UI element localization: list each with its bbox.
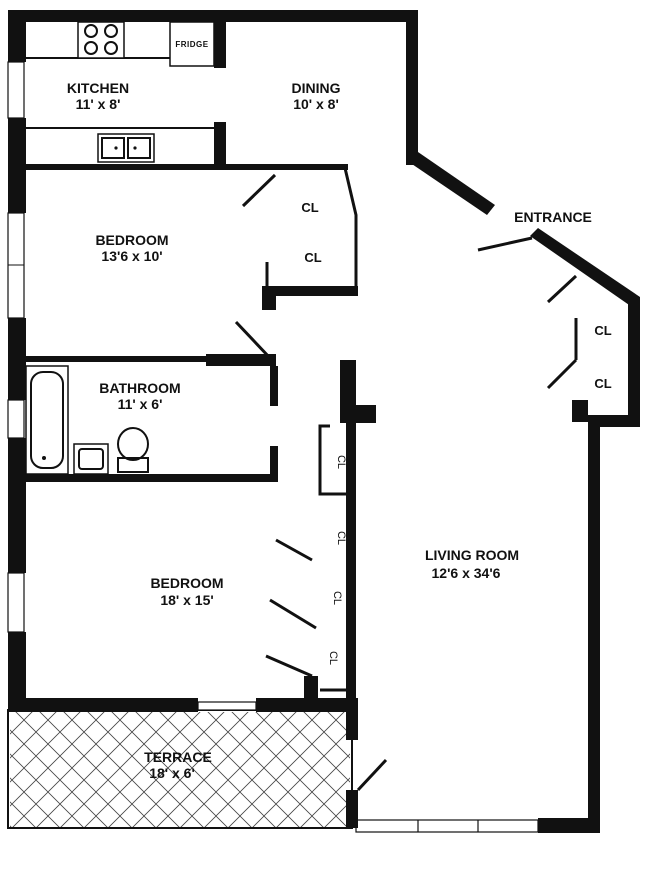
closet-label: CL <box>327 651 339 665</box>
terrace-door <box>356 758 388 792</box>
bedroom-large-dims: 18' x 15' <box>160 592 213 608</box>
closet-label: CL <box>331 591 343 605</box>
closet-label: CL <box>301 200 318 215</box>
exterior-walls <box>8 10 640 833</box>
bedroom-large-name: BEDROOM <box>150 575 223 591</box>
fridge-label: FRIDGE <box>175 40 208 49</box>
terrace-hatch <box>10 712 350 827</box>
dining-dims: 10' x 8' <box>293 96 339 112</box>
dining-name: DINING <box>292 80 341 96</box>
bathtub <box>25 365 69 475</box>
entrance: ENTRANCE CL CL <box>477 209 612 391</box>
fridge <box>169 21 215 67</box>
terrace-name: TERRACE <box>144 749 212 765</box>
kitchen-dims: 11' x 8' <box>76 96 121 112</box>
dining: DINING 10' x 8' <box>292 80 341 112</box>
bathroom-name: BATHROOM <box>99 380 180 396</box>
entrance-label: ENTRANCE <box>514 209 592 225</box>
closet-label: CL <box>335 455 347 469</box>
left-windows <box>7 61 25 633</box>
hall-partition: CL <box>318 360 376 700</box>
closet-label: CL <box>335 531 347 545</box>
bedroom-small-name: BEDROOM <box>95 232 168 248</box>
bedroom-large: CL CL CL BEDROOM 18' x 15' <box>150 531 347 700</box>
toilet <box>117 427 149 473</box>
bathroom-dims: 11' x 6' <box>118 396 163 412</box>
closet-label: CL <box>594 376 611 391</box>
closet-label: CL <box>304 250 321 265</box>
closet-label: CL <box>594 323 611 338</box>
living-room-name: LIVING ROOM <box>425 547 519 563</box>
bathroom: BATHROOM 11' x 6' <box>25 320 278 482</box>
stove <box>77 21 125 59</box>
kitchen: FRIDGE KITCHEN 11' x 8' <box>26 21 226 167</box>
bedroom-small: BEDROOM 13'6 x 10' CL CL <box>26 164 358 362</box>
terrace-dims: 18' x 6' <box>149 765 195 781</box>
living-room-dims: 12'6 x 34'6 <box>432 565 501 581</box>
bedroom-small-dims: 13'6 x 10' <box>101 248 162 264</box>
kitchen-name: KITCHEN <box>67 80 129 96</box>
